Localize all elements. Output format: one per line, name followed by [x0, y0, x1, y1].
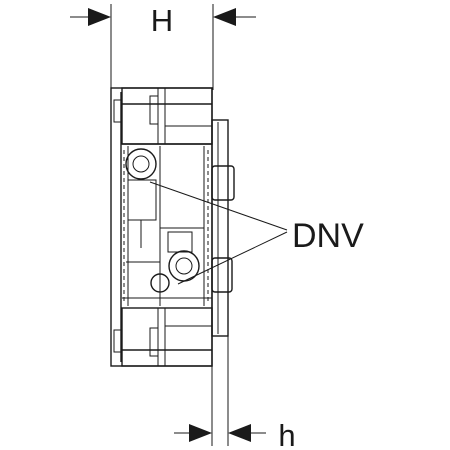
side-tab-lower	[113, 329, 122, 353]
cover-frame	[211, 119, 229, 337]
valve-lower-core	[175, 257, 193, 275]
callout-label-dnv: DNV	[292, 217, 364, 255]
dimension-H: H	[70, 3, 256, 90]
back-plate	[110, 87, 213, 367]
dimension-label-H: H	[151, 3, 173, 38]
leader-line-upper	[149, 181, 288, 231]
installation-box	[110, 87, 235, 367]
latch-upper	[211, 165, 235, 201]
arrowhead-right	[213, 8, 236, 26]
outlet-port	[150, 273, 170, 293]
top-housing	[121, 87, 213, 145]
dimension-h: h	[174, 336, 296, 450]
dimension-label-h: h	[278, 418, 295, 450]
bottom-clip	[149, 327, 159, 357]
latch-lower	[211, 257, 233, 293]
arrowhead-h-right	[228, 424, 251, 442]
valve-upper-body	[127, 179, 157, 221]
side-tab-upper	[113, 99, 122, 123]
valve-upper-core	[132, 155, 150, 173]
valve-lower-body	[167, 231, 193, 253]
bottom-housing	[121, 307, 213, 367]
arrowhead-left	[88, 8, 111, 26]
valve-upper-ring	[125, 148, 157, 180]
arrowhead-h-left	[189, 424, 212, 442]
leader-line-lower	[177, 231, 288, 285]
callout-dnv: DNV	[149, 181, 364, 285]
top-clip	[149, 95, 159, 125]
